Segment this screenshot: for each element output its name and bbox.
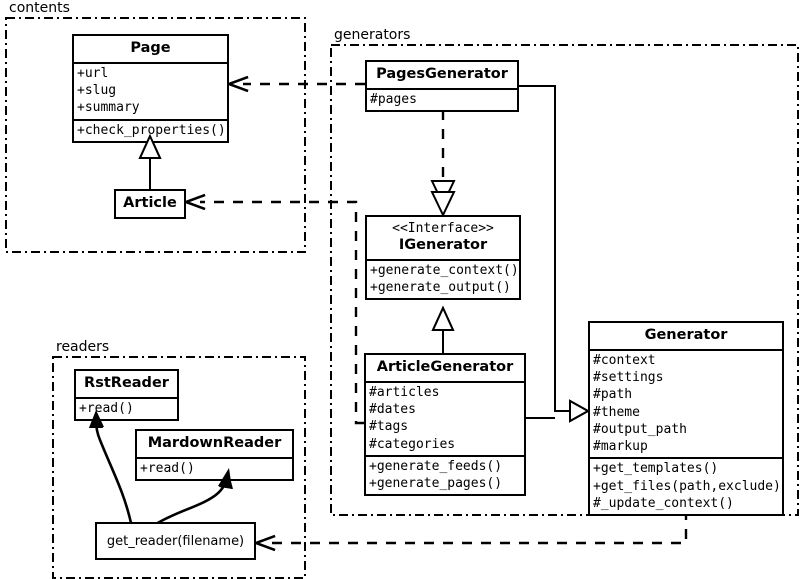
relation-pagesgenerator-to-page	[228, 75, 365, 93]
class-methods-igenerator: +generate_context() +generate_output()	[367, 258, 519, 299]
class-box-article[interactable]: Article	[114, 189, 186, 219]
class-attributes-pagesgenerator: #pages	[367, 87, 517, 110]
class-stereotype-igenerator: <<Interface>>	[392, 221, 494, 236]
package-label-contents: contents	[6, 0, 73, 16]
method-item: #_update_context()	[593, 495, 734, 511]
class-box-pagesgenerator[interactable]: PagesGenerator #pages	[365, 60, 519, 112]
relation-articlegenerator-to-igenerator	[431, 305, 455, 353]
method-item: +generate_pages()	[369, 476, 503, 492]
attribute-item: #settings	[593, 369, 664, 385]
attribute-item: #path	[593, 387, 633, 403]
attribute-item: +url	[77, 65, 109, 81]
package-label-readers: readers	[53, 339, 113, 355]
relation-pagesgenerator-to-igenerator	[430, 110, 456, 207]
class-title-text: IGenerator	[398, 237, 488, 254]
attribute-item: #dates	[369, 401, 416, 417]
relation-articlegenerator-to-generator	[526, 399, 591, 423]
class-title-igenerator: <<Interface>> IGenerator	[367, 217, 519, 259]
class-box-rstreader[interactable]: RstReader +read()	[74, 369, 179, 421]
class-box-generator[interactable]: Generator #context #settings #path #them…	[588, 321, 784, 517]
class-title-articlegenerator: ArticleGenerator	[376, 359, 514, 375]
attribute-item: #output_path	[593, 421, 687, 437]
function-box-get-reader[interactable]: get_reader(filename)	[95, 522, 256, 560]
class-box-mardownreader[interactable]: MardownReader +read()	[135, 429, 294, 481]
method-item: +get_templates()	[593, 461, 719, 477]
method-item: +generate_feeds()	[369, 458, 503, 474]
class-title-generator: Generator	[644, 327, 728, 343]
class-box-page[interactable]: Page +url +slug +summary +check_properti…	[72, 34, 229, 143]
method-item: +read()	[79, 400, 134, 416]
method-item: +generate_output()	[370, 280, 511, 296]
method-item: +generate_context()	[370, 262, 519, 278]
relation-article-to-page	[138, 133, 162, 190]
class-methods-articlegenerator: +generate_feeds() +generate_pages()	[366, 454, 524, 495]
relation-pagesgenerator-to-generator	[519, 85, 572, 412]
class-title-rstreader: RstReader	[84, 375, 169, 391]
attribute-item: #articles	[369, 384, 440, 400]
attribute-item: +summary	[77, 100, 140, 116]
class-title-article: Article	[123, 195, 177, 211]
attribute-item: #categories	[369, 436, 456, 452]
class-methods-page: +check_properties()	[74, 118, 227, 141]
class-attributes-generator: #context #settings #path #theme #output_…	[590, 348, 782, 458]
method-item: +read()	[140, 460, 195, 476]
class-methods-generator: +get_templates() +get_files(path,exclude…	[590, 457, 782, 514]
class-title-page: Page	[130, 40, 171, 56]
class-methods-mardownreader: +read()	[137, 456, 292, 479]
class-box-igenerator[interactable]: <<Interface>> IGenerator +generate_conte…	[365, 215, 521, 301]
method-item: +get_files(path,exclude)	[593, 478, 781, 494]
class-attributes-articlegenerator: #articles #dates #tags #categories	[366, 380, 524, 455]
attribute-item: #context	[593, 352, 656, 368]
package-label-generators: generators	[331, 27, 414, 43]
class-title-mardownreader: MardownReader	[147, 435, 282, 451]
attribute-item: +slug	[77, 82, 117, 98]
class-attributes-page: +url +slug +summary	[74, 61, 227, 119]
relation-articlegenerator-to-article	[185, 193, 364, 425]
method-item: +check_properties()	[77, 122, 226, 138]
attribute-item: #tags	[369, 419, 409, 435]
class-box-articlegenerator[interactable]: ArticleGenerator #articles #dates #tags …	[364, 353, 526, 497]
attribute-item: #theme	[593, 404, 640, 420]
class-title-pagesgenerator: PagesGenerator	[376, 66, 508, 82]
relation-get-reader-to-rstreader	[89, 410, 133, 524]
function-label: get_reader(filename)	[106, 533, 245, 549]
class-methods-rstreader: +read()	[76, 396, 177, 419]
attribute-item: #pages	[370, 91, 417, 107]
attribute-item: #markup	[593, 439, 648, 455]
